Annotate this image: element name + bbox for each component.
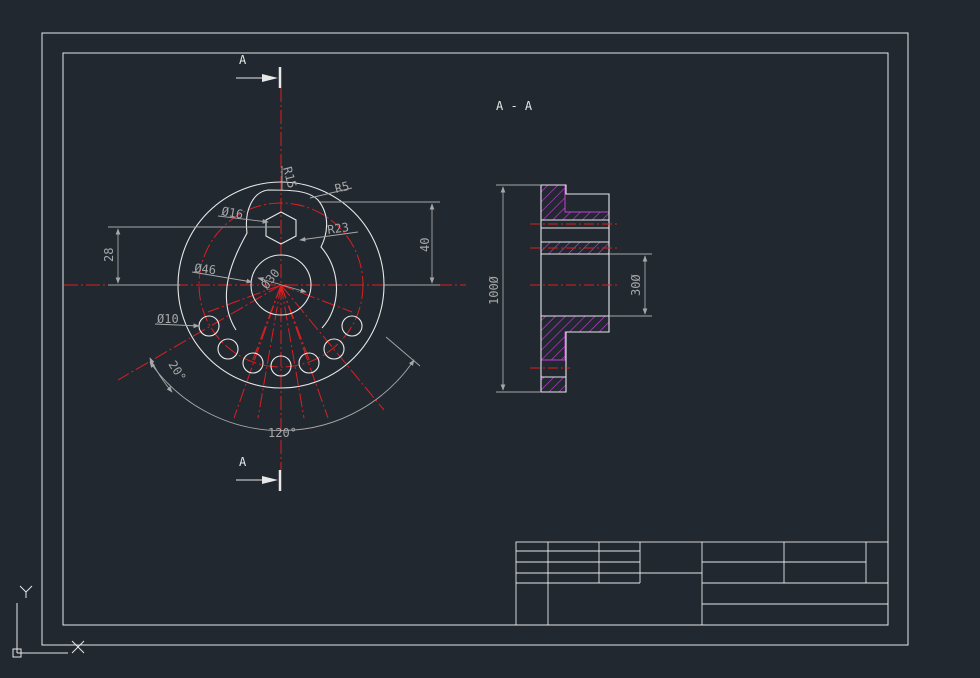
- section-hatch[interactable]: [540, 184, 610, 393]
- dim-d30[interactable]: Ø30: [258, 266, 282, 292]
- dim-d100[interactable]: 100Ø: [487, 275, 501, 305]
- section-outline[interactable]: [540, 184, 610, 393]
- section-label-top[interactable]: A: [239, 53, 247, 67]
- front-view-dimensions[interactable]: [108, 166, 440, 432]
- section-dimensions[interactable]: [496, 184, 652, 393]
- section-cut-bottom[interactable]: A: [236, 455, 282, 491]
- section-cut-top[interactable]: A: [236, 53, 282, 88]
- inner-drawing-frame[interactable]: [62, 52, 889, 626]
- outer-sheet-border[interactable]: [41, 32, 909, 646]
- section-centerlines[interactable]: [530, 223, 620, 369]
- dim-20deg[interactable]: 20°: [165, 358, 188, 384]
- dim-r23[interactable]: R23: [326, 220, 349, 237]
- dim-d30-section[interactable]: 30Ø: [629, 274, 643, 296]
- title-block[interactable]: [515, 541, 889, 626]
- section-view-title[interactable]: A - A: [496, 99, 533, 113]
- section-view[interactable]: A - A: [487, 99, 652, 393]
- dim-28[interactable]: 28: [102, 248, 116, 262]
- dim-r5[interactable]: R5: [333, 179, 350, 196]
- ucs-icon[interactable]: [12, 585, 85, 658]
- dim-d10[interactable]: Ø10: [157, 312, 179, 326]
- dim-d46[interactable]: Ø46: [194, 261, 217, 277]
- dim-120deg[interactable]: 120°: [268, 426, 297, 440]
- dim-d16[interactable]: Ø16: [220, 204, 244, 222]
- dim-r15[interactable]: R15: [280, 165, 299, 190]
- front-view[interactable]: R15 R5 Ø16 R23 28 40 Ø46 Ø30 Ø10 20° 120…: [64, 53, 466, 491]
- dim-40[interactable]: 40: [418, 238, 432, 252]
- section-label-bottom[interactable]: A: [239, 455, 247, 469]
